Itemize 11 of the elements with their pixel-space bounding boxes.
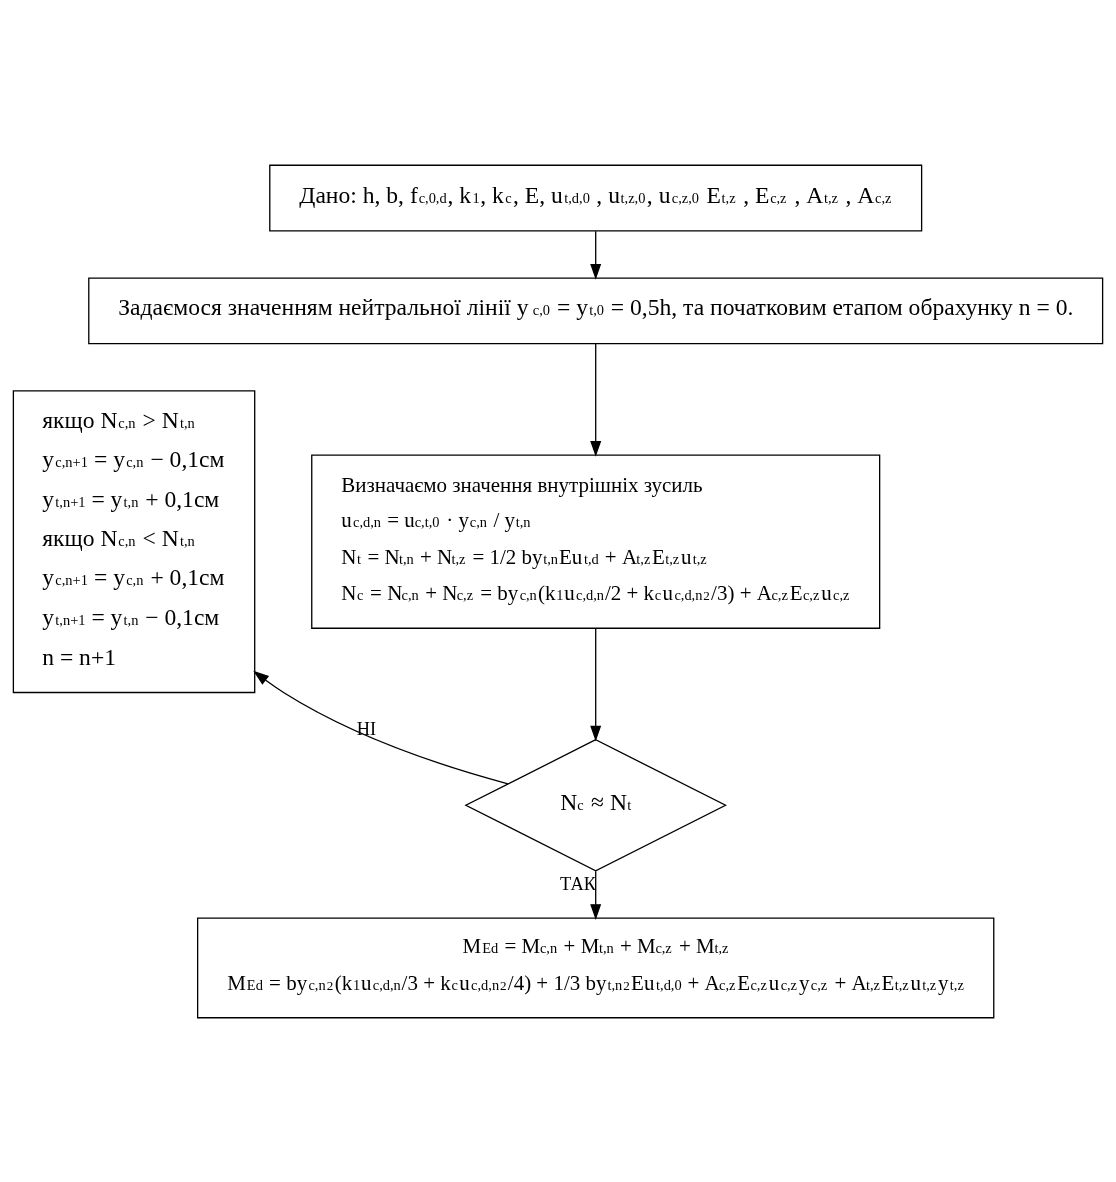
node-diamond: Nc ≈ Nt [464, 738, 727, 872]
arrow [590, 870, 602, 920]
arrow [590, 230, 602, 280]
node-box: MEd = Mc,n + Mt,n + Mc,z + Mt,z MEd = byc,n2(k1uc,d,n/3 + kcuc,d,n2/4) + 1/3 byt,n2Eut,d,0 + Ac,zEc,zuc,zyc,z + At,zEt,zut,zyt,z [197, 916, 995, 1018]
arrow [590, 627, 602, 741]
arrow [253, 670, 509, 784]
arrow [590, 342, 602, 457]
edge-label: НІ [356, 718, 377, 739]
node-box: Визначаємо значення внутрішніх зусиль uc,d,n = uc,t,0 · yc,n / yt,n Nt = Nt,n + Nt,z = 1/2 byt,nEut,d + At,zEt,zut,z Nc = Nc,n + Nc,z = byc,n(k1uc,d,n/2 + kcuc,d,n2/3) + Ac,zEc,zuc,z [311, 453, 881, 629]
node-box: Дано: h, b, fc,0,d, k1, kc, E, ut,d,0 , ut,z,0, uc,z,0 Et,z , Ec,z , At,z , Ac,z [269, 164, 923, 231]
node-box: якщо Nc,n > Nt,n yc,n+1 = yc,n − 0,1см yt,n+1 = yt,n + 0,1см якщо Nc,n < Nt,n yc,n+1 = yc,n + 0,1см yt,n+1 = yt,n − 0,1см n = n+1 [12, 389, 256, 693]
